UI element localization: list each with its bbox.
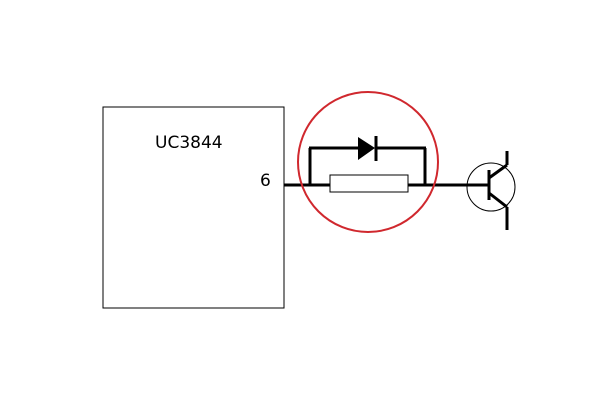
npn-transistor-icon [466, 151, 516, 230]
ic-package [102, 106, 285, 309]
highlight-circle [297, 91, 439, 233]
pin-number-label: 6 [260, 171, 271, 191]
resistor-icon [329, 174, 409, 193]
diode-icon [358, 136, 378, 161]
diode-resistor-network [308, 136, 427, 193]
ic-part-label: UC3844 [155, 133, 223, 153]
